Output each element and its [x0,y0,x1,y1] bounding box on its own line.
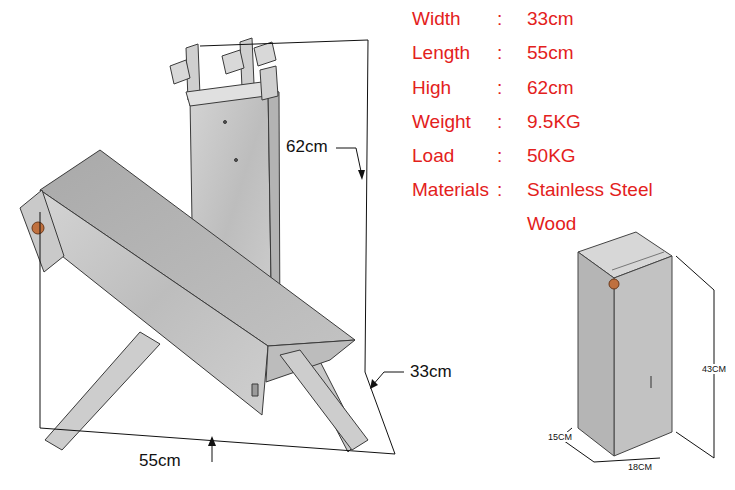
spec-name: Load [412,145,454,167]
spec-colon: : [497,8,502,30]
spec-value: 50KG [527,145,576,167]
spec-name: Materials [412,179,489,201]
stove [20,38,368,452]
spec-value: 9.5KG [527,111,581,133]
spec-value: Stainless Steel [527,179,653,201]
spec-value: 62cm [527,77,573,99]
dimension-label: 33cm [408,362,454,382]
dimension-label: 18CM [626,462,654,472]
spec-name: High [412,77,451,99]
spec-colon: : [497,111,502,133]
spec-colon: : [497,42,502,64]
latch [252,384,258,396]
spec-name: Weight [412,111,471,133]
spec-value: 33cm [527,8,573,30]
pot-support-wing [222,50,244,74]
spec-value: Wood [527,213,576,235]
pot-support-wing [254,42,276,66]
arrowheads [208,170,378,446]
chimney-rim [186,82,266,106]
dimension-lines [40,40,714,462]
spec-colon: : [497,179,502,201]
dimension-label: 62cm [284,137,330,157]
spec-name: Width [412,8,461,30]
feed-tube-front [40,190,268,415]
spec-colon: : [497,77,502,99]
pot-support-wing [170,60,190,84]
dimension-label: 15CM [546,432,574,442]
pot-support [260,66,278,100]
feed-door [20,190,64,272]
dimension-label: 55cm [137,451,183,471]
door-knob [32,222,44,234]
front-leg [280,350,368,450]
dimension-label: 43CM [700,364,728,374]
spec-name: Length [412,42,470,64]
wood-box [578,232,672,456]
spec-colon: : [497,145,502,167]
spec-value: 55cm [527,42,573,64]
